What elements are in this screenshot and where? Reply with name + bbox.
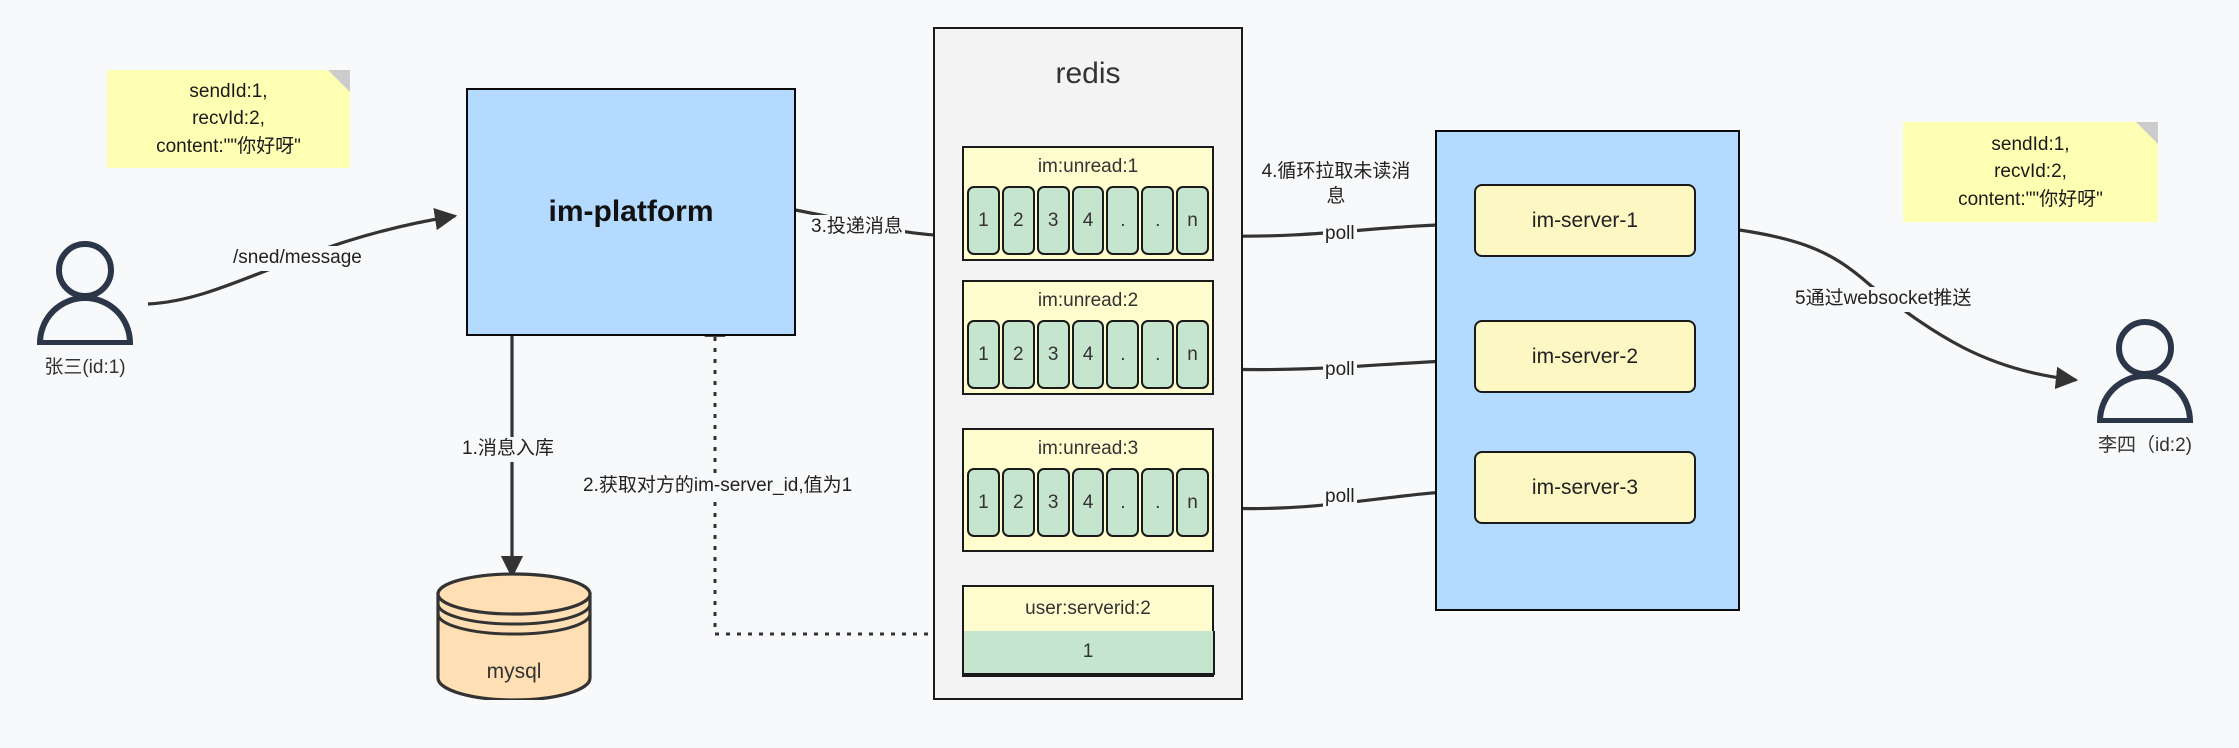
redis-cell: 1 bbox=[967, 320, 1000, 389]
redis-key-im-unread-1[interactable]: im:unread:1 1 2 3 4 . . n bbox=[962, 146, 1214, 261]
node-mysql[interactable] bbox=[432, 572, 596, 700]
redis-key-im-unread-2-name: im:unread:2 bbox=[1037, 290, 1139, 311]
container-redis-label: redis bbox=[1055, 57, 1121, 90]
redis-cell: 2 bbox=[1001, 320, 1035, 389]
redis-key-im-unread-2[interactable]: im:unread:2 1 2 3 4 . . n bbox=[962, 280, 1214, 395]
redis-cell: 3 bbox=[1036, 468, 1070, 537]
node-im-server-1[interactable]: im-server-1 bbox=[1474, 184, 1696, 257]
redis-cell: . bbox=[1106, 186, 1140, 255]
redis-cell: n bbox=[1176, 186, 1210, 255]
edge-label-poll-1: poll bbox=[1323, 222, 1357, 247]
note-fold-icon bbox=[2136, 122, 2158, 144]
note-fold-icon bbox=[328, 70, 350, 92]
node-im-server-1-label: im-server-1 bbox=[1531, 208, 1639, 232]
redis-key-im-unread-3[interactable]: im:unread:3 1 2 3 4 . . n bbox=[962, 428, 1214, 552]
redis-cell: 1 bbox=[967, 186, 1000, 255]
edge-step5 bbox=[1689, 222, 2079, 390]
redis-cell: 4 bbox=[1071, 320, 1105, 389]
node-im-server-3[interactable]: im-server-3 bbox=[1474, 451, 1696, 524]
redis-cell: 1 bbox=[967, 468, 1000, 537]
redis-cell: 2 bbox=[1001, 186, 1035, 255]
redis-key-user-serverid-2-value: 1 bbox=[961, 631, 1215, 675]
node-im-server-3-label: im-server-3 bbox=[1531, 475, 1639, 499]
edge-label-step2: 2.获取对方的im-server_id,值为1 bbox=[581, 474, 855, 499]
redis-cell: 3 bbox=[1036, 186, 1070, 255]
note-left-line3: content:""你好呀" bbox=[156, 135, 301, 157]
actor-receiver-label: 李四（id:2) bbox=[2098, 435, 2192, 456]
redis-cell: . bbox=[1106, 320, 1140, 389]
note-right: sendId:1, recvId:2, content:""你好呀" bbox=[1903, 122, 2158, 222]
edge-step2 bbox=[704, 315, 961, 636]
node-mysql-label: mysql bbox=[486, 660, 542, 683]
redis-cell: . bbox=[1141, 320, 1175, 389]
redis-cell: n bbox=[1176, 320, 1210, 389]
redis-cell: 4 bbox=[1071, 186, 1105, 255]
actor-sender-icon bbox=[36, 241, 134, 345]
note-right-line3: content:""你好呀" bbox=[1958, 188, 2103, 210]
edge-label-step5: 5通过websocket推送 bbox=[1793, 287, 1974, 312]
note-right-line1: sendId:1, bbox=[1991, 133, 2070, 155]
node-im-platform-label: im-platform bbox=[548, 195, 714, 228]
note-left-line2: recvId:2, bbox=[192, 108, 265, 130]
redis-key-user-serverid-2[interactable]: user:serverid:2 1 bbox=[961, 585, 1215, 677]
node-im-server-2[interactable]: im-server-2 bbox=[1474, 320, 1696, 393]
redis-cell: 4 bbox=[1071, 468, 1105, 537]
note-left: sendId:1, recvId:2, content:""你好呀" bbox=[107, 70, 350, 168]
note-left-line1: sendId:1, bbox=[189, 80, 268, 102]
redis-cell: 2 bbox=[1001, 468, 1035, 537]
redis-key-user-serverid-2-name: user:serverid:2 bbox=[1025, 598, 1151, 619]
redis-cell: n bbox=[1176, 468, 1210, 537]
node-im-server-2-label: im-server-2 bbox=[1531, 344, 1639, 368]
redis-cell: . bbox=[1141, 186, 1175, 255]
edge-label-step3: 3.投递消息 bbox=[809, 215, 905, 240]
redis-cell: 3 bbox=[1036, 320, 1070, 389]
redis-cell: . bbox=[1106, 468, 1140, 537]
redis-key-im-unread-1-name: im:unread:1 bbox=[1037, 156, 1139, 177]
edge-label-step4: 4.循环拉取未读消息 bbox=[1254, 160, 1418, 210]
edge-label-step1: 1.消息入库 bbox=[460, 437, 556, 462]
redis-cell: . bbox=[1141, 468, 1175, 537]
redis-key-im-unread-3-name: im:unread:3 bbox=[1037, 438, 1139, 459]
edge-label-send-message: /sned/message bbox=[231, 246, 364, 271]
actor-receiver-icon bbox=[2096, 319, 2194, 423]
edge-label-poll-3: poll bbox=[1323, 485, 1357, 510]
edge-label-poll-2: poll bbox=[1323, 358, 1357, 383]
note-right-line2: recvId:2, bbox=[1994, 161, 2067, 183]
actor-sender-label: 张三(id:1) bbox=[44, 357, 126, 378]
node-im-platform[interactable]: im-platform bbox=[466, 88, 796, 336]
